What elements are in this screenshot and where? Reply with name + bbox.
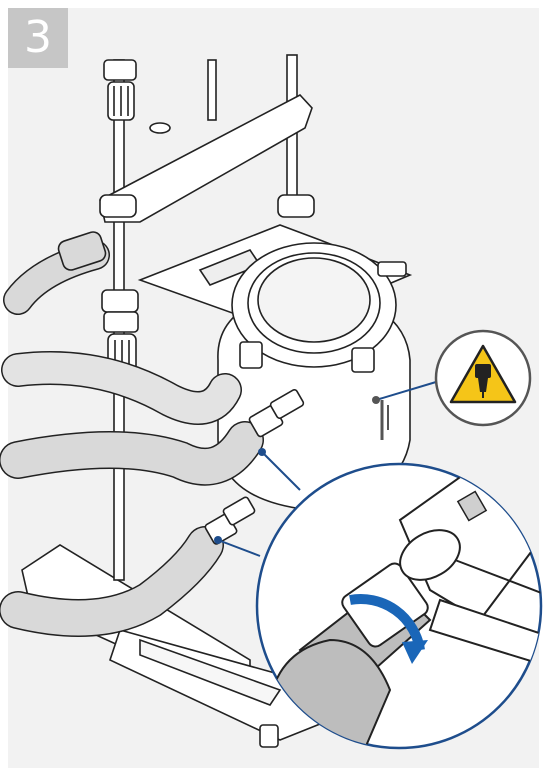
lower-hose [0,351,264,637]
top-clamp-plate [99,94,315,223]
callout-dot-lower [214,536,222,544]
hand-crush-warning-icon [434,329,532,427]
zoom-detail [255,462,543,750]
callout-lines [217,381,437,557]
upper-knob [103,59,137,121]
upper-hose [3,231,110,315]
callout-dot-warning [372,396,380,404]
reactor-vessel [217,242,411,511]
hose-couplings [204,389,305,545]
step-number-badge: 3 [8,8,68,68]
callout-dot-upper [258,448,266,456]
rotation-arrow [349,594,425,651]
